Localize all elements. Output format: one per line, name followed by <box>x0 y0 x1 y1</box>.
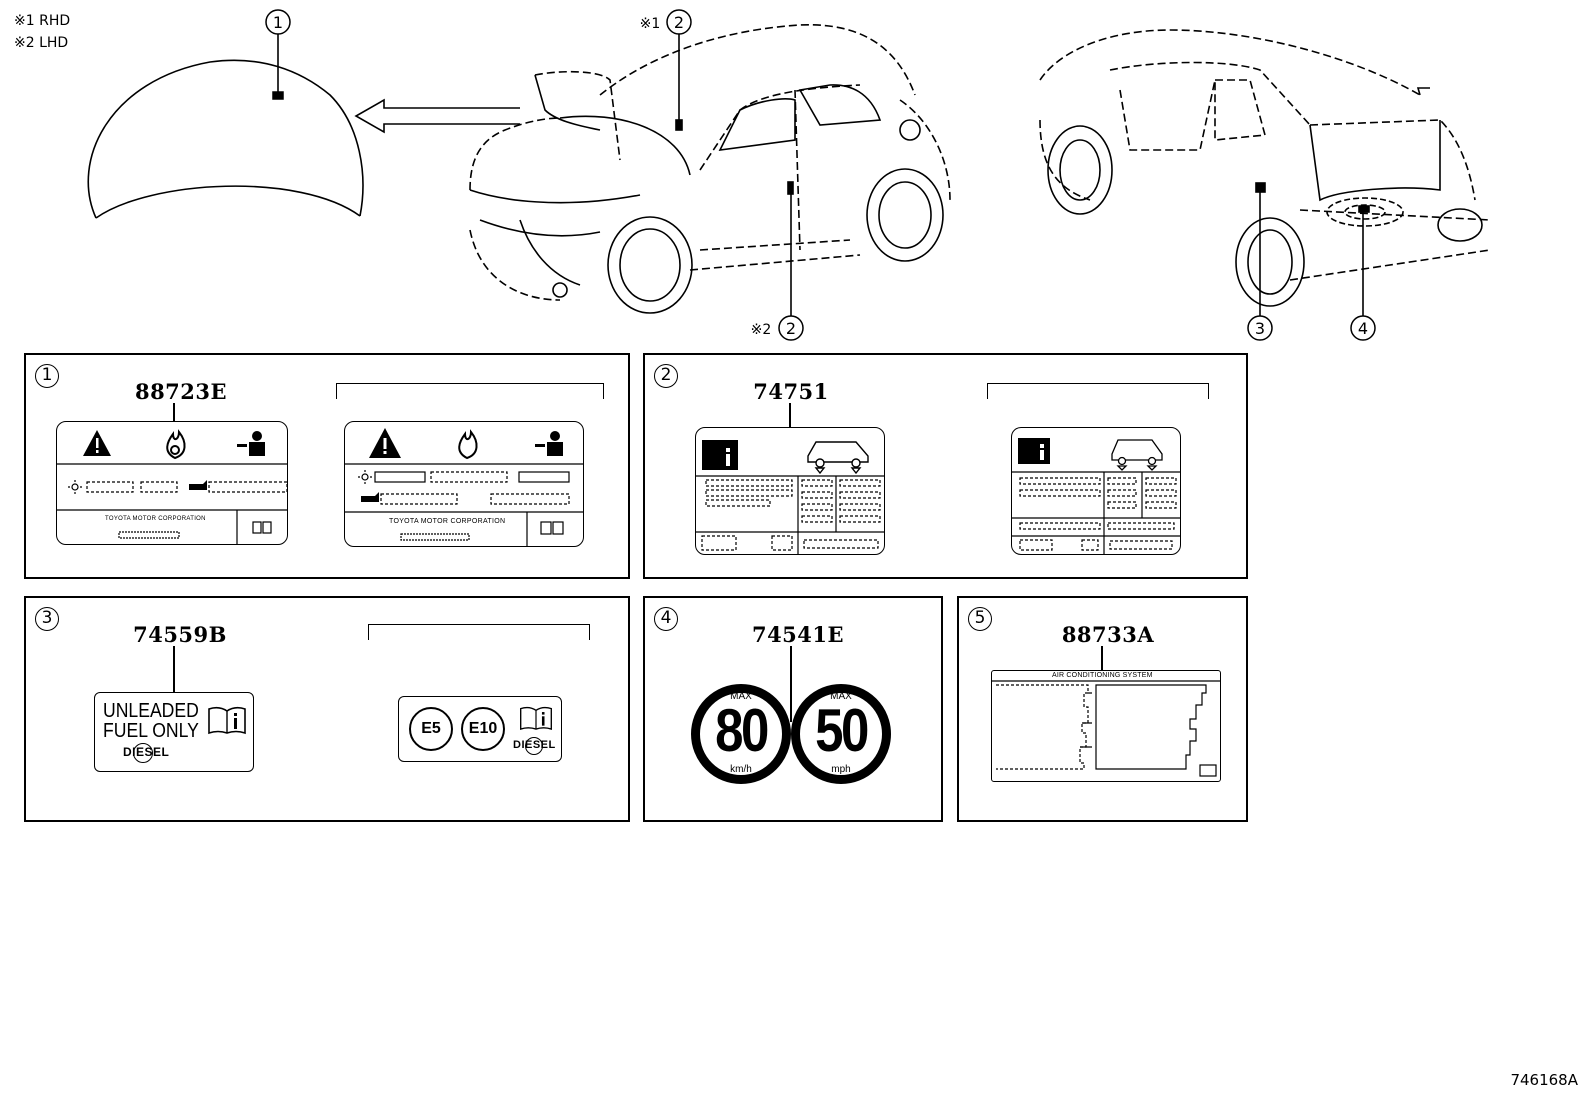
callout-4: 4 <box>1358 319 1368 338</box>
e10-badge: E10 <box>461 707 505 751</box>
label-a-maker: TOYOTA MOTOR CORPORATION <box>105 516 206 522</box>
manual-book-icon <box>520 706 552 730</box>
label-74559b-a: UNLEADED FUEL ONLY DIESEL <box>94 692 254 772</box>
drawing-number: 746168A <box>1510 1071 1578 1089</box>
label-74751-b <box>1011 427 1181 555</box>
label-88723e-a: TOYOTA MOTOR CORPORATION <box>56 421 288 545</box>
e5-badge: E5 <box>409 707 453 751</box>
fuel-only-text: FUEL ONLY <box>103 720 199 742</box>
label-88733a: AIR CONDITIONING SYSTEM <box>991 670 1221 782</box>
panel-5-part-number: 88733A <box>1061 622 1155 647</box>
panel-2: 2 74751 <box>643 353 1248 579</box>
kmh-value: 80 <box>715 697 769 764</box>
car-icon <box>1111 439 1163 471</box>
oil-can-icon <box>361 492 379 502</box>
panel-1: 1 88723E <box>24 353 630 579</box>
callout-2-rhd: 2 <box>674 13 684 32</box>
lhd-mark: ※2 <box>751 322 772 338</box>
sun-icon <box>358 470 372 484</box>
panel-3: 3 74559B UNLEADED FUEL ONLY DIESEL E5 E1… <box>24 596 630 822</box>
car-icon <box>807 441 869 475</box>
diesel-crossed-circle <box>133 743 153 763</box>
panel-3-bracket <box>368 624 590 640</box>
panel-5-number: 5 <box>968 607 992 631</box>
panel-4-part-number: 74541E <box>751 622 845 647</box>
oil-can-icon <box>189 480 207 490</box>
warning-triangle-icon <box>369 428 401 458</box>
vehicle-overview: 1 2 2 3 4 ※1 ※2 <box>87 9 1491 341</box>
kmh-unit: km/h <box>730 764 752 775</box>
speed-limit-mph: MAX 50 mph <box>791 684 891 784</box>
panel-1-bracket <box>336 383 604 399</box>
mph-value: 50 <box>815 697 869 764</box>
panel-2-number: 2 <box>654 364 678 388</box>
label-74751-a <box>695 427 885 555</box>
mph-max-text: MAX <box>830 691 852 702</box>
kmh-max-text: MAX <box>730 691 752 702</box>
callout-2-lhd: 2 <box>786 319 796 338</box>
callout-1-top: 1 <box>273 13 283 32</box>
mph-unit: mph <box>831 764 851 775</box>
unleaded-text: UNLEADED <box>103 700 199 722</box>
panel-3-number: 3 <box>35 607 59 631</box>
flame-icon <box>458 429 478 460</box>
sun-icon <box>68 480 82 494</box>
flame-icon <box>166 429 186 460</box>
manual-book-icon <box>208 706 246 735</box>
service-person-icon <box>237 431 265 456</box>
panel-5: 5 88733A AIR CONDITIONING SYSTEM <box>957 596 1248 822</box>
speed-limit-kmh: MAX 80 km/h <box>691 684 791 784</box>
warning-triangle-icon <box>83 430 111 456</box>
label-74559b-b: E5 E10 DIESEL <box>398 696 562 762</box>
panel-1-part-number: 88723E <box>134 379 228 404</box>
rhd-mark: ※1 <box>640 16 661 32</box>
callout-3: 3 <box>1255 319 1265 338</box>
service-person-icon <box>535 431 563 456</box>
manual-book-icon <box>702 440 738 470</box>
manual-book-icon <box>1018 438 1050 464</box>
panel-4: 4 74541E MAX 80 km/h MAX 50 mph <box>643 596 943 822</box>
panel-2-part-number: 74751 <box>753 379 829 404</box>
label-b-maker: TOYOTA MOTOR CORPORATION <box>389 518 506 525</box>
panel-2-bracket <box>987 383 1209 399</box>
arrow-left-icon <box>354 98 520 134</box>
ac-system-title: AIR CONDITIONING SYSTEM <box>1052 672 1153 679</box>
note-rhd: ※1 RHD <box>14 13 71 29</box>
label-88723e-b: TOYOTA MOTOR CORPORATION <box>344 421 584 547</box>
panel-3-part-number: 74559B <box>133 622 227 647</box>
panel-4-number: 4 <box>654 607 678 631</box>
panel-1-number: 1 <box>35 364 59 388</box>
diesel-crossed-circle-b <box>525 737 543 755</box>
note-lhd: ※2 LHD <box>14 35 69 51</box>
hood-outline <box>87 59 364 219</box>
rear-car-drawing <box>1039 29 1491 281</box>
